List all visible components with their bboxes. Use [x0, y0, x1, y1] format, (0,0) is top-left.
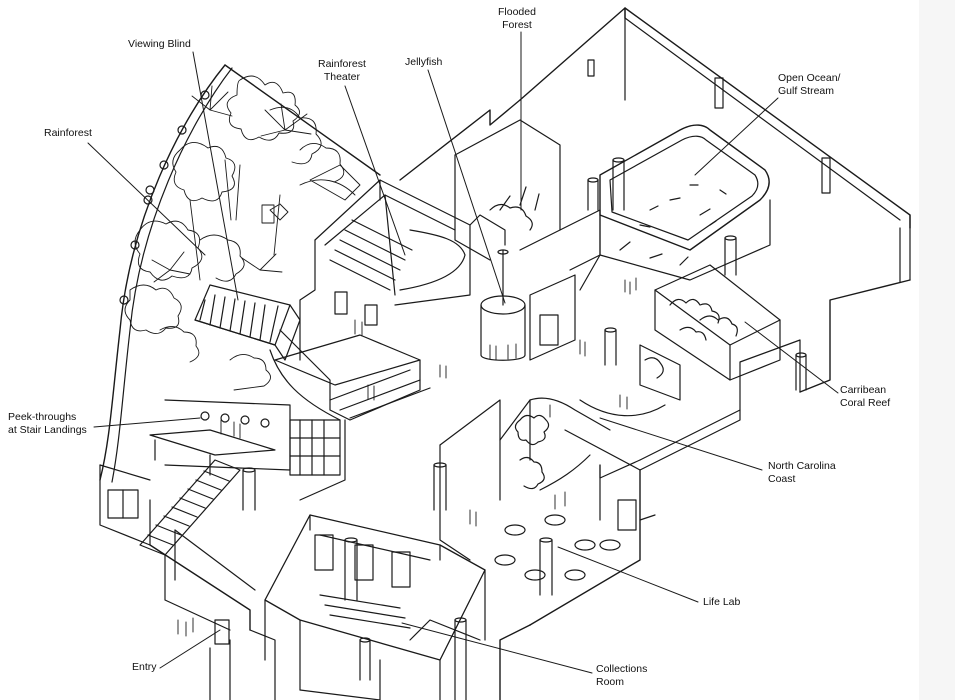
label-entry: Entry	[132, 661, 157, 673]
life-lab-tables	[494, 514, 621, 581]
stairs-and-entry	[139, 329, 431, 645]
central-structures	[242, 119, 807, 601]
page-edge-strip	[919, 0, 955, 700]
label-rainforest: Rainforest	[44, 127, 92, 139]
collections-room	[264, 514, 486, 700]
visitor-figures	[177, 277, 637, 637]
label-open-ocean: Open Ocean/Gulf Stream	[778, 72, 841, 97]
viewing-blind	[194, 284, 301, 361]
label-life-lab: Life Lab	[703, 596, 741, 608]
label-viewing-blind: Viewing Blind	[128, 38, 191, 50]
leader-lines	[87, 31, 839, 674]
rainforest-foliage	[124, 75, 361, 391]
label-jellyfish: Jellyfish	[405, 56, 443, 68]
outer-walls	[99, 7, 911, 700]
rainforest-theater	[299, 179, 471, 361]
